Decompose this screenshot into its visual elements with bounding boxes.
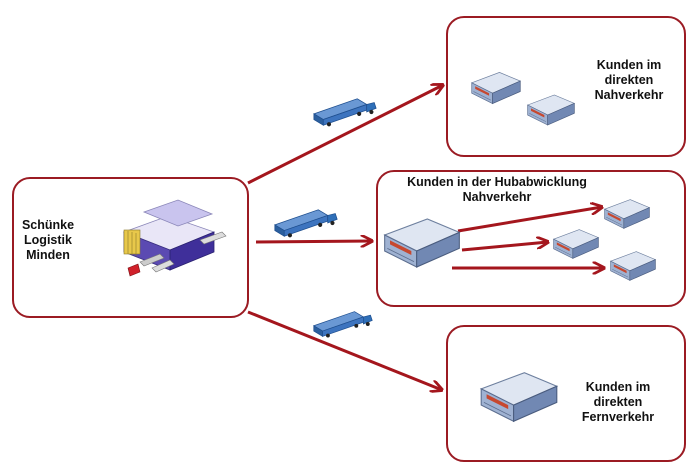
warehouse-icon (122, 199, 227, 277)
building-icon (383, 218, 461, 268)
building-icon (553, 229, 599, 259)
building-icon (527, 94, 575, 126)
arrow-icon (247, 85, 443, 185)
nahverkehr-label-line: Kunden im (596, 58, 662, 72)
building-icon (610, 251, 656, 281)
source-label-line: Schünke (21, 218, 75, 232)
arrow-icon (255, 241, 372, 242)
fernverkehr-label-line: direkten (593, 395, 643, 409)
building-icon (471, 71, 521, 105)
hub-label: Kunden in der Hubabwicklung Nahverkehr (392, 175, 602, 205)
building-icon (604, 199, 650, 229)
nahverkehr-label-line: Nahverkehr (594, 88, 664, 102)
source-label-line: Logistik (24, 233, 72, 247)
nahverkehr-label-line: direkten (604, 73, 654, 87)
hub-label-line: Kunden in der Hubabwicklung (407, 175, 587, 189)
fernverkehr-label: Kunden im direkten Fernverkehr (568, 380, 668, 425)
fernverkehr-label-line: Kunden im (585, 380, 651, 394)
hub-label-line: Nahverkehr (462, 190, 532, 204)
arrow-icon (461, 242, 548, 252)
source-label-line: Minden (26, 248, 70, 262)
nahverkehr-label: Kunden im direkten Nahverkehr (584, 58, 674, 103)
building-icon (480, 372, 558, 422)
arrow-icon (457, 207, 602, 233)
fernverkehr-label-line: Fernverkehr (581, 410, 655, 424)
source-label: Schünke Logistik Minden (16, 218, 80, 263)
truck-icon (274, 209, 338, 238)
arrow-icon (247, 310, 442, 390)
truck-icon (313, 310, 373, 339)
